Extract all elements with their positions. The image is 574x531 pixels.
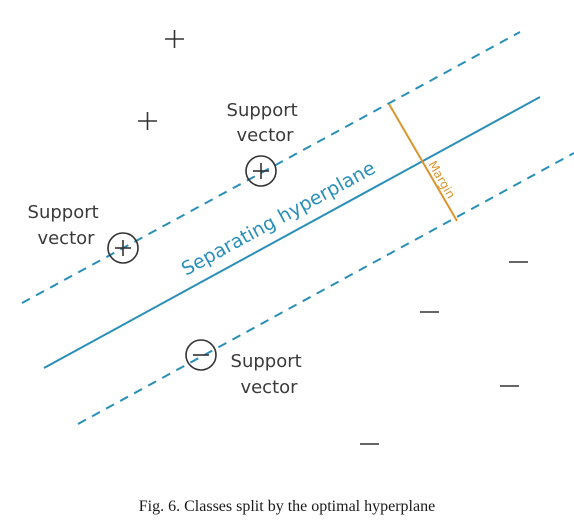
support-vector-label-bottom: Support vector <box>231 351 308 398</box>
figure-caption: Fig. 6. Classes split by the optimal hyp… <box>138 498 436 515</box>
plus-marker <box>165 30 184 48</box>
separating-hyperplane-label: Separating hyperplane <box>178 157 379 280</box>
support-vector-label-left: Support vector <box>28 202 105 249</box>
minus-support-vector <box>185 339 217 371</box>
upper-margin-line <box>21 31 521 304</box>
separating-hyperplane-line <box>43 96 541 369</box>
plus-marker <box>138 112 157 130</box>
plus-support-vector <box>107 232 139 264</box>
support-vector-label-top: Support vector <box>227 100 304 146</box>
plus-support-vector <box>245 155 277 187</box>
lower-margin-line <box>77 152 574 425</box>
margin-indicator <box>388 103 458 222</box>
